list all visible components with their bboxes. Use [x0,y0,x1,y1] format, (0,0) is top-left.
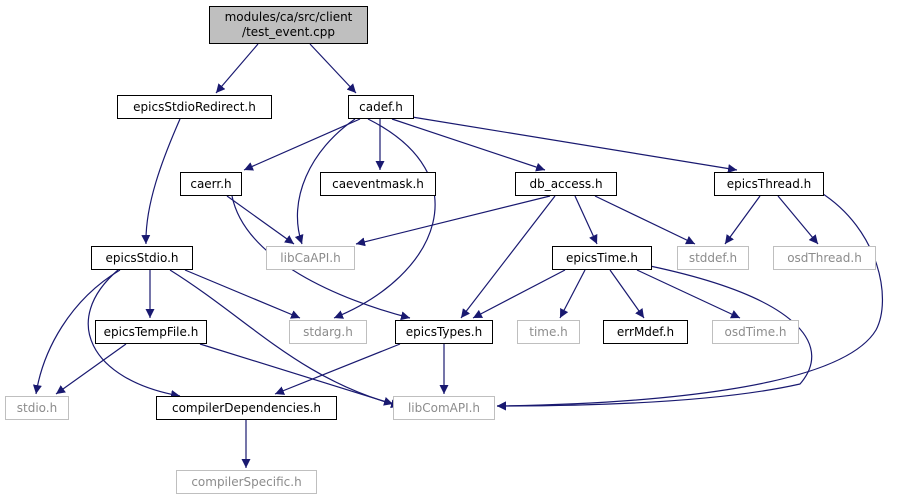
node-stddef-h: stddef.h [677,246,749,270]
node-epicsTypes-h[interactable]: epicsTypes.h [395,320,493,344]
node-epicsTempFile-h[interactable]: epicsTempFile.h [95,320,207,344]
edge-epicsThread-to-stddef [724,195,761,245]
edge-epicsTypes-to-compilerDependencies [274,343,401,395]
edge-epicsTime-to-osdTime [636,269,741,319]
node-test-event-cpp: modules/ca/src/client /test_event.cpp [209,6,368,44]
edge-epicsTime-to-libComAPI [496,265,813,411]
node-epicsTime-h[interactable]: epicsTime.h [552,246,652,270]
edge-epicsStdioRedirect-to-epicsStdio [141,118,181,245]
edge-db_access-to-stddef [594,195,696,245]
edge-epicsTime-to-epicsTypes [472,269,566,319]
node-test-event-cpp-line2: /test_event.cpp [242,25,335,39]
node-compilerSpecific-h: compilerSpecific.h [176,470,317,494]
node-osdTime-h: osdTime.h [712,320,799,344]
node-compilerDependencies-h[interactable]: compilerDependencies.h [156,396,337,420]
node-epicsStdioRedirect-h[interactable]: epicsStdioRedirect.h [117,95,272,119]
node-osdThread-h: osdThread.h [773,246,876,270]
edge-cadef-to-stdarg [333,118,436,319]
edge-caerr-to-epicsTypes [231,195,411,321]
edge-epicsThread-to-osdThread [777,195,819,245]
edge-cadef-to-caerr [243,118,361,171]
edge-caerr-to-libCaAPI [226,195,295,245]
node-caeventmask-h[interactable]: caeventmask.h [320,172,436,196]
node-libComAPI-h: libComAPI.h [393,396,495,420]
node-stdarg-h: stdarg.h [289,320,367,344]
node-time-h: time.h [517,320,580,344]
edge-epicsThread-to-libComAPI [496,191,883,411]
edge-epicsTime-to-time [559,269,586,319]
node-caerr-h[interactable]: caerr.h [180,172,242,196]
edge-cadef-to-db_access [391,118,546,172]
edge-epicsStdio-to-compilerDependencies [87,269,181,399]
edge-root-to-cadef [309,43,357,94]
edge-db_access-to-libCaAPI [355,195,551,247]
node-cadef-h[interactable]: cadef.h [348,95,414,119]
edge-epicsStdio-to-stdio [32,269,121,395]
edge-epicsStdio-to-stdarg [184,269,301,319]
edge-db_access-to-epicsTypes [460,195,556,319]
edge-epicsTempFile-to-stdio [55,343,127,395]
edge-db_access-to-epicsTime [574,195,598,245]
edge-epicsTempFile-to-libComAPI [199,343,394,406]
node-stdio-h: stdio.h [5,396,69,420]
node-test-event-cpp-line1: modules/ca/src/client [224,10,353,24]
node-db-access-h[interactable]: db_access.h [515,172,617,196]
edge-root-to-epicsStdioRedirect [215,43,259,94]
edge-cadef-to-libCaAPI [294,118,356,245]
edge-epicsTime-to-errMdef [609,269,645,319]
node-epicsThread-h[interactable]: epicsThread.h [714,172,824,196]
node-errMdef-h[interactable]: errMdef.h [603,320,688,344]
edge-cadef-to-epicsThread [411,116,738,173]
node-libCaAPI-h: libCaAPI.h [266,246,355,270]
node-epicsStdio-h[interactable]: epicsStdio.h [91,246,193,270]
